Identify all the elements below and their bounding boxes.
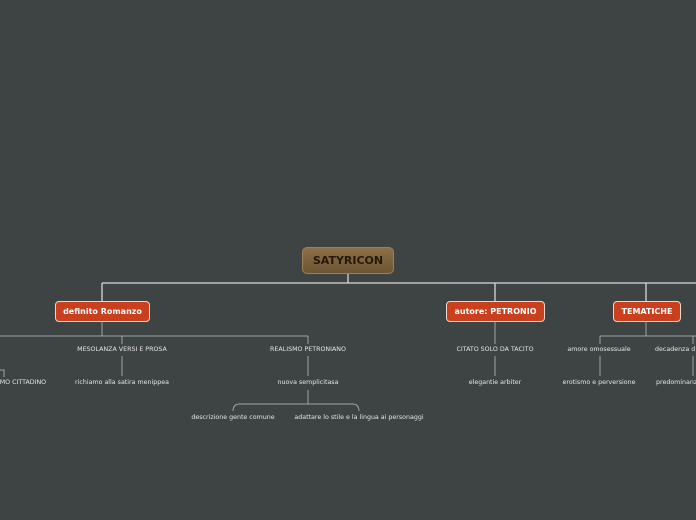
topic-cittadino[interactable]: IMO CITTADINO bbox=[0, 379, 47, 386]
connector-to-cittadino bbox=[0, 369, 5, 377]
topic-erotismo[interactable]: erotismo e perversione bbox=[562, 379, 636, 386]
topic-stile-lingua[interactable]: adattare lo stile e la lingua ai persona… bbox=[294, 414, 424, 421]
root-node[interactable]: SATYRICON bbox=[302, 247, 394, 274]
connector-semplicitasa-right bbox=[308, 403, 360, 412]
topic-predominanz[interactable]: predominanz bbox=[656, 379, 696, 386]
branch-node-romanzo-label: definito Romanzo bbox=[63, 307, 142, 316]
topic-decadenza[interactable]: decadenza d bbox=[655, 346, 696, 353]
branch-node-autore-label: autore: PETRONIO bbox=[454, 307, 537, 316]
branch-node-tematiche-label: TEMATICHE bbox=[621, 307, 673, 316]
connector-semplicitasa-left bbox=[232, 403, 308, 412]
topic-satira-menippea[interactable]: richiamo alla satira menippea bbox=[75, 379, 169, 386]
topic-gente-comune[interactable]: descrizione gente comune bbox=[191, 414, 275, 421]
branch-node-romanzo[interactable]: definito Romanzo bbox=[55, 301, 150, 322]
topic-semplicitasa[interactable]: nuova semplicitasa bbox=[277, 379, 339, 386]
branch-node-tematiche[interactable]: TEMATICHE bbox=[613, 301, 681, 322]
branch-node-autore[interactable]: autore: PETRONIO bbox=[446, 301, 545, 322]
topic-elegantie-arbiter[interactable]: elegantie arbiter bbox=[468, 379, 522, 386]
topic-realismo[interactable]: REALISMO PETRONIANO bbox=[270, 346, 346, 353]
topic-citato-tacito[interactable]: CITATO SOLO DA TACITO bbox=[456, 346, 534, 353]
topic-mesolanza[interactable]: MESOLANZA VERSI E PROSA bbox=[77, 346, 167, 353]
root-node-label: SATYRICON bbox=[312, 254, 384, 267]
topic-amore-omosessuale[interactable]: amore omosessuale bbox=[567, 346, 631, 353]
